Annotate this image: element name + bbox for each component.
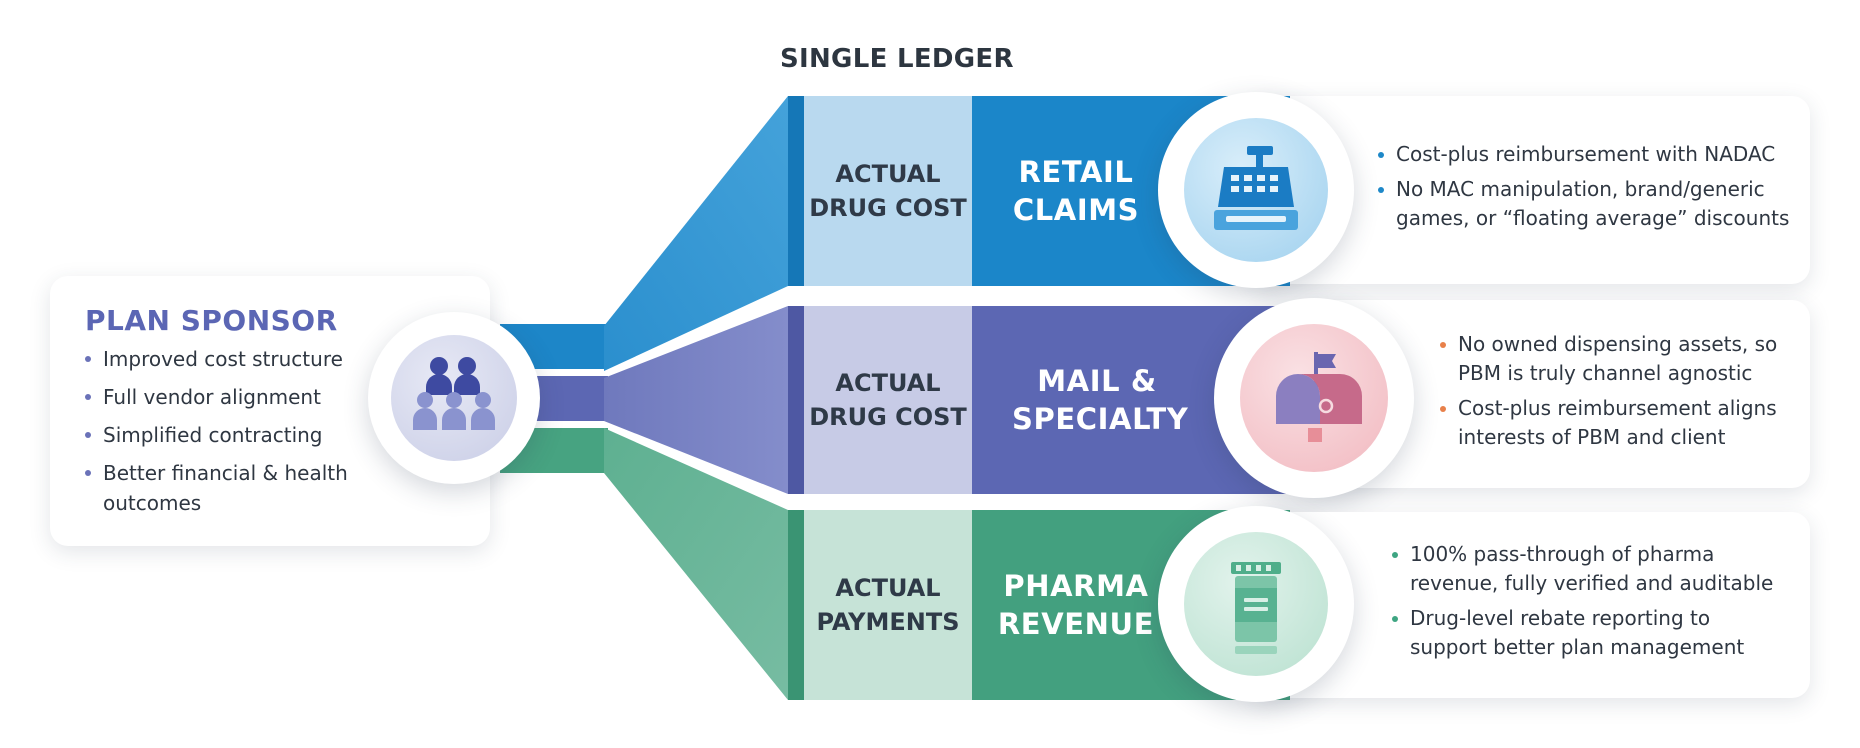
sponsor-benefit-item: Simplified contracting — [85, 420, 365, 450]
funnel-blue — [604, 96, 788, 371]
strip-purple — [788, 306, 804, 494]
pill-bottle-icon — [1231, 562, 1281, 654]
plan-sponsor-icon-bg — [391, 335, 517, 461]
funnel-purple — [604, 306, 788, 494]
single-ledger-title: SINGLE LEDGER — [780, 44, 1014, 74]
retail-benefit-item: No MAC manipulation, brand/generic games… — [1378, 175, 1798, 233]
mailbox-icon — [1276, 352, 1362, 442]
cash-register-icon — [1214, 146, 1298, 230]
mail-ledger-label: ACTUAL DRUG COST — [804, 306, 972, 494]
mail-icon-bg — [1240, 324, 1388, 472]
pharma-icon-bg — [1184, 532, 1328, 676]
mail-benefit-item: Cost-plus reimbursement aligns interests… — [1440, 394, 1800, 452]
retail-claims-benefits: Cost-plus reimbursement with NADAC No MA… — [1378, 140, 1798, 239]
strip-blue — [788, 96, 804, 286]
retail-ledger-label: ACTUAL DRUG COST — [804, 96, 972, 286]
funnel-green — [604, 428, 788, 700]
plan-sponsor-benefits: Improved cost structure Full vendor alig… — [85, 344, 365, 526]
plan-sponsor-title: PLAN SPONSOR — [85, 304, 338, 337]
pharma-benefit-item: Drug-level rebate reporting to support b… — [1392, 604, 1792, 662]
pharma-ledger-label: ACTUAL PAYMENTS — [804, 510, 972, 700]
mail-benefit-item: No owned dispensing assets, so PBM is tr… — [1440, 330, 1800, 388]
pharma-benefit-item: 100% pass-through of pharma revenue, ful… — [1392, 540, 1792, 598]
mail-specialty-benefits: No owned dispensing assets, so PBM is tr… — [1440, 330, 1800, 458]
people-group-icon — [413, 357, 495, 430]
sponsor-benefit-item: Full vendor alignment — [85, 382, 365, 412]
retail-benefit-item: Cost-plus reimbursement with NADAC — [1378, 140, 1798, 169]
sponsor-benefit-item: Improved cost structure — [85, 344, 365, 374]
retail-icon-bg — [1184, 118, 1328, 262]
pharma-revenue-benefits: 100% pass-through of pharma revenue, ful… — [1392, 540, 1792, 668]
sponsor-benefit-item: Better financial & health outcomes — [85, 458, 365, 518]
strip-green — [788, 510, 804, 700]
